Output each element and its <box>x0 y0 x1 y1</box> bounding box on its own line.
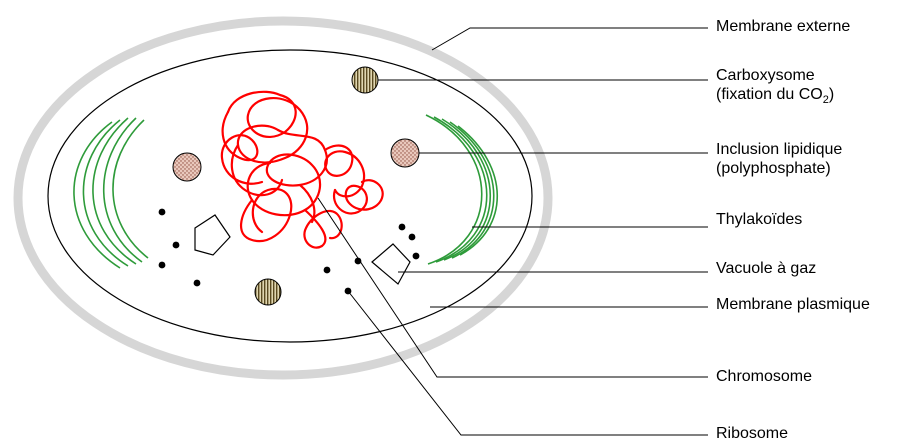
ribosomes <box>158 208 420 295</box>
label-inclusion-line2: (polyphosphate) <box>716 160 831 177</box>
label-vacuole: Vacuole à gaz <box>716 260 817 277</box>
carboxysome-top <box>351 66 379 94</box>
leader-chromosome <box>317 197 708 378</box>
label-chromosome: Chromosome <box>716 368 813 385</box>
label-membrane-plasmique: Membrane plasmique <box>716 296 870 313</box>
leader-ribosome <box>347 290 708 436</box>
thylakoids-left <box>73 117 149 269</box>
label-inclusion-lipidique: Inclusion lipidique (polyphosphate) <box>716 140 842 178</box>
label-carboxysome-line2: (fixation du CO2) <box>716 86 835 107</box>
chromosome <box>220 90 384 249</box>
gas-vacuole-left <box>194 214 231 256</box>
label-inclusion-line1: Inclusion lipidique <box>716 141 843 158</box>
label-carboxysome: Carboxysome (fixation du CO2) <box>716 66 834 110</box>
thylakoids-right <box>425 114 499 265</box>
gas-vacuole-right <box>371 243 411 285</box>
label-thylakoides: Thylakoïdes <box>716 211 803 228</box>
label-membrane-externe: Membrane externe <box>716 18 851 35</box>
leader-membrane-externe <box>431 27 708 51</box>
carboxysome-bottom <box>254 278 282 306</box>
outer-membrane <box>13 16 553 380</box>
lipid-inclusion-left <box>172 152 202 182</box>
leader-lines <box>317 27 708 436</box>
lipid-inclusion-right <box>390 138 420 168</box>
plasma-membrane <box>47 49 533 343</box>
label-carboxysome-line1: Carboxysome <box>716 67 815 84</box>
label-ribosome: Ribosome <box>716 425 789 441</box>
